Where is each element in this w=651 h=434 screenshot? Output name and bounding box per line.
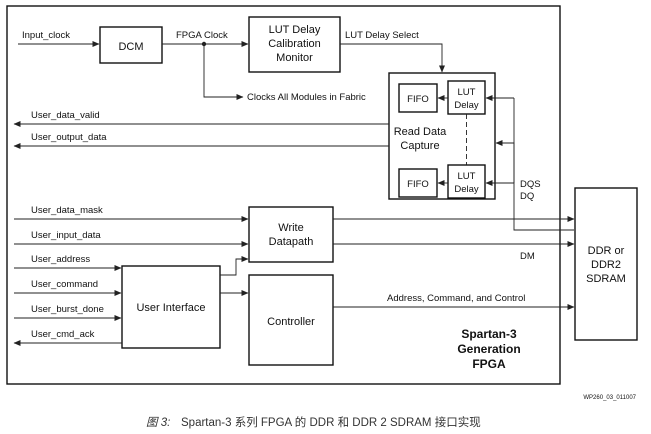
write-datapath-label-2: Datapath <box>269 236 314 248</box>
write-datapath-block <box>248 206 334 263</box>
user-command-label: User_command <box>31 279 98 290</box>
lut-delay-top-label-2: Delay <box>454 100 479 111</box>
lut-delay-bottom-block <box>447 164 486 199</box>
lut-delay-select-line <box>340 43 445 73</box>
write-datapath-label-1: Write <box>278 222 303 234</box>
dcm-block <box>99 26 163 64</box>
sdram-block <box>574 187 638 341</box>
read-capture-label-1: Read Data <box>394 126 447 138</box>
clocks-all-label: Clocks All Modules in Fabric <box>247 92 366 103</box>
lut-delay-select-label: LUT Delay Select <box>345 30 419 41</box>
read-capture-label-2: Capture <box>400 140 439 152</box>
lut-cal-label-3: Monitor <box>276 52 313 64</box>
lut-calibration-monitor-block <box>248 16 341 73</box>
user-data-mask-label: User_data_mask <box>31 205 103 216</box>
fifo-top-block <box>398 83 438 113</box>
lut-cal-label-2: Calibration <box>268 38 321 50</box>
clocks-all-line <box>203 44 244 100</box>
sdram-label-2: DDR2 <box>591 259 621 271</box>
fpga-label-3: FPGA <box>472 357 506 371</box>
dq-label: DQ <box>520 191 534 202</box>
controller-block <box>248 274 334 366</box>
user-interface-label: User Interface <box>136 302 205 314</box>
ui-to-write-datapath-line <box>220 256 249 276</box>
user-address-label: User_address <box>31 254 90 265</box>
caption-label: 图 3: <box>146 416 170 429</box>
fifo-bottom-block <box>398 168 438 198</box>
controller-label: Controller <box>267 316 315 328</box>
fpga-label-1: Spartan-3 <box>461 327 517 341</box>
lut-delay-bottom-label-2: Delay <box>454 184 479 195</box>
sdram-label-3: SDRAM <box>586 273 626 285</box>
dcm-label: DCM <box>118 41 143 53</box>
sdram-label-1: DDR or <box>588 245 625 257</box>
dqs-label: DQS <box>520 179 541 190</box>
fpga-label-2: Generation <box>457 342 520 356</box>
figure-id: WP260_03_011007 <box>583 395 636 401</box>
dqs-dq-line <box>495 140 574 231</box>
user-data-valid-label: User_data_valid <box>31 110 100 121</box>
lut-delay-top-block <box>447 80 486 115</box>
lut-cal-label-1: LUT Delay <box>269 24 321 36</box>
user-input-data-label: User_input_data <box>31 230 101 241</box>
address-command-control-label: Address, Command, and Control <box>387 293 525 304</box>
user-cmd-ack-label: User_cmd_ack <box>31 329 95 340</box>
fifo-bottom-label: FIFO <box>407 179 429 190</box>
user-interface-block <box>121 265 221 349</box>
caption-text: Spartan-3 系列 FPGA 的 DDR 和 DDR 2 SDRAM 接口… <box>181 415 481 429</box>
lut-delay-bottom-label-1: LUT <box>458 171 476 182</box>
fpga-clock-label: FPGA Clock <box>176 30 228 41</box>
user-burst-done-label: User_burst_done <box>31 304 104 315</box>
user-output-data-label: User_output_data <box>31 132 107 143</box>
input-clock-label: Input_clock <box>22 30 70 41</box>
dm-label: DM <box>520 251 535 262</box>
lut-delay-top-label-1: LUT <box>458 87 476 98</box>
fifo-top-label: FIFO <box>407 94 429 105</box>
